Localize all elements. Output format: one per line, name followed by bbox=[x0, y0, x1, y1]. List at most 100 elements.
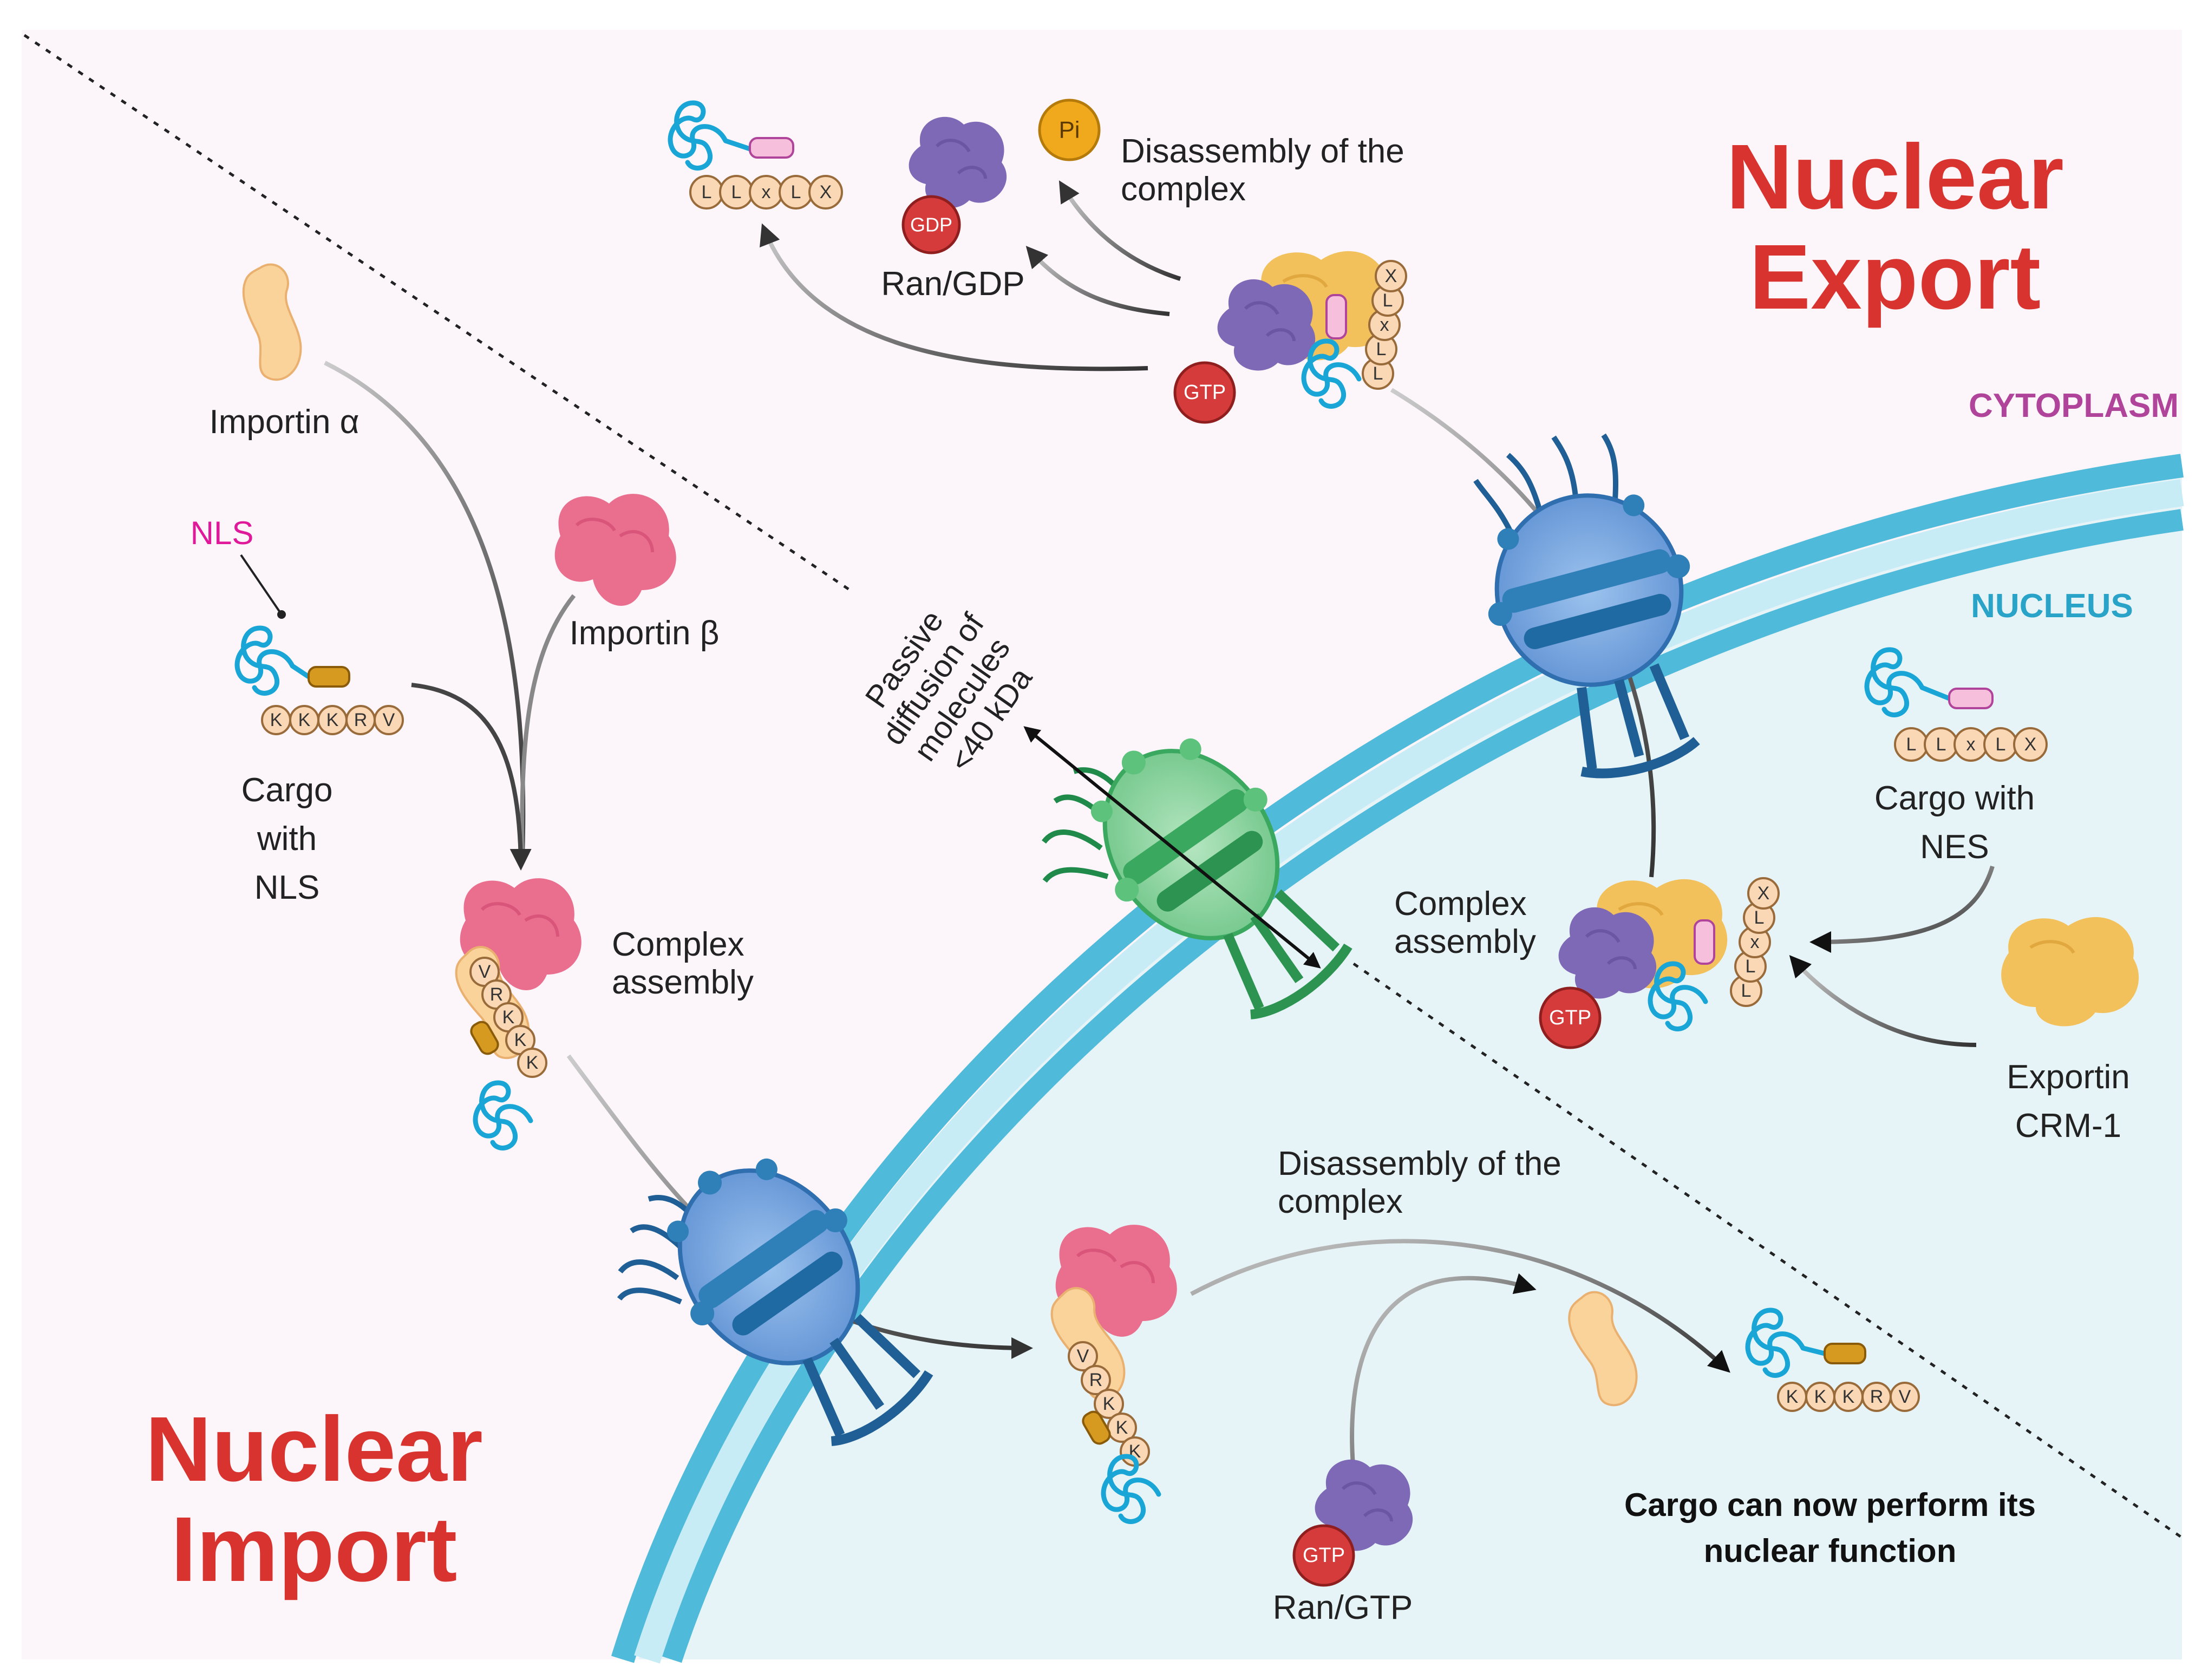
residue-bead bbox=[374, 705, 404, 735]
arrow-importin-alpha bbox=[324, 361, 526, 856]
title-export-line1: Nuclear bbox=[1726, 126, 2064, 228]
residue-letter: x bbox=[1380, 315, 1389, 335]
cargo-nes-label-2: NES bbox=[1920, 828, 1989, 866]
residue-letter: K bbox=[526, 1053, 539, 1073]
nucleus-label: NUCLEUS bbox=[1971, 587, 2133, 625]
residue-letter: K bbox=[298, 710, 311, 730]
residue-letter: K bbox=[1116, 1417, 1128, 1438]
gdp-badge bbox=[901, 195, 961, 254]
nls-pointer bbox=[240, 554, 283, 616]
residue-letter: L bbox=[791, 182, 801, 202]
final-text-1: Cargo can now perform its bbox=[1624, 1487, 2036, 1523]
residue-letter: R bbox=[1089, 1370, 1103, 1390]
residue-letter: L bbox=[1996, 734, 2006, 755]
ran-gtp-label: Ran/GTP bbox=[1273, 1589, 1413, 1626]
residue-bead bbox=[1094, 1389, 1124, 1419]
residue-letter: K bbox=[502, 1007, 515, 1028]
residue-letter: L bbox=[1741, 980, 1752, 1001]
residue-letter: x bbox=[1966, 734, 1976, 755]
residue-bead bbox=[517, 1048, 547, 1078]
nuclear-pore-import bbox=[617, 1158, 933, 1446]
residue-letter: K bbox=[1842, 1387, 1855, 1407]
residue-letter: X bbox=[1385, 266, 1397, 286]
importin-alpha-label: Importin α bbox=[209, 403, 359, 441]
exportin-label-2: CRM-1 bbox=[2015, 1107, 2121, 1145]
residue-letter: L bbox=[1376, 339, 1387, 359]
cytoplasm-label: CYTOPLASM bbox=[1969, 387, 2179, 424]
cargo-nls-label-3: NLS bbox=[254, 869, 320, 906]
residue-letter: X bbox=[2024, 734, 2037, 755]
nuclear-pore-export bbox=[1473, 433, 1700, 779]
passive-diffusion-arrow bbox=[1023, 726, 1321, 969]
residue-letter: L bbox=[1383, 290, 1393, 311]
exportin-label-1: Exportin bbox=[2007, 1058, 2129, 1096]
residue-bead bbox=[2013, 727, 2048, 762]
nucleus-region bbox=[639, 476, 2182, 1659]
residue-letter: K bbox=[1814, 1387, 1827, 1407]
title-import-line2: Import bbox=[171, 1498, 458, 1601]
arrow-to-pi bbox=[1058, 180, 1181, 281]
residue-letter: K bbox=[1786, 1387, 1799, 1407]
residue-letter: R bbox=[490, 984, 504, 1005]
residue-bead bbox=[1747, 877, 1780, 910]
gdp-badge-text: GDP bbox=[910, 214, 952, 236]
residue-letter: R bbox=[1870, 1387, 1884, 1407]
disassembly-export-1: Disassembly of the bbox=[1121, 133, 1404, 170]
cargo-nls-label-2: with bbox=[257, 820, 317, 858]
disassembly-export-2: complex bbox=[1121, 171, 1246, 208]
residue-bead bbox=[1375, 260, 1407, 292]
complex-assembly-import-1: Complex bbox=[612, 926, 744, 963]
gtp-badge-export-nucleus-text: GTP bbox=[1549, 1006, 1591, 1029]
cargo-nes-label-1: Cargo with bbox=[1874, 780, 2035, 817]
complex-assembly-import-2: assembly bbox=[612, 964, 754, 1001]
final-text-2: nuclear function bbox=[1704, 1533, 1957, 1569]
title-import-line1: Nuclear bbox=[145, 1398, 483, 1501]
residue-letter: x bbox=[1750, 932, 1760, 952]
residue-letter: L bbox=[1936, 734, 1946, 755]
residue-letter: L bbox=[1754, 907, 1765, 928]
residue-letter: V bbox=[383, 710, 395, 730]
residue-letter: X bbox=[820, 182, 832, 202]
residue-bead bbox=[1890, 1382, 1920, 1412]
residue-letter: V bbox=[479, 962, 491, 982]
residue-letter: V bbox=[1899, 1387, 1911, 1407]
residue-letter: x bbox=[762, 182, 771, 202]
residue-letter: L bbox=[1373, 363, 1383, 384]
nls-label: NLS bbox=[191, 515, 254, 551]
complex-assembly-export-2: assembly bbox=[1394, 923, 1536, 960]
complex-assembly-export-1: Complex bbox=[1394, 885, 1527, 923]
gtp-badge-import-text: GTP bbox=[1303, 1544, 1345, 1567]
residue-letter: L bbox=[1906, 734, 1917, 755]
residue-bead bbox=[1068, 1341, 1098, 1371]
disassembly-import-2: complex bbox=[1278, 1183, 1403, 1220]
residue-letter: K bbox=[326, 710, 339, 730]
arrow-to-cargo-nes bbox=[760, 223, 1148, 371]
residue-letter: L bbox=[1746, 956, 1756, 977]
cargo-nls-label-1: Cargo bbox=[241, 772, 333, 809]
gtp-badge-import bbox=[1292, 1524, 1355, 1587]
residue-letter: K bbox=[514, 1030, 527, 1050]
residue-letter: R bbox=[354, 710, 368, 730]
importin-beta-label: Importin β bbox=[570, 615, 720, 652]
residue-letter: L bbox=[702, 182, 712, 202]
residue-bead bbox=[1081, 1365, 1111, 1395]
ran-gdp-label: Ran/GDP bbox=[881, 265, 1024, 303]
gtp-badge-export-cytoplasm-text: GTP bbox=[1184, 381, 1226, 404]
pi-phosphate bbox=[1038, 99, 1101, 161]
title-export-line2: Export bbox=[1749, 226, 2041, 329]
arrow-to-ran-gdp bbox=[1025, 245, 1170, 316]
arrow-cargo-nls bbox=[411, 683, 532, 871]
arrow-exportin bbox=[1789, 955, 1977, 1047]
residue-letter: L bbox=[731, 182, 742, 202]
divider-line-top bbox=[23, 34, 851, 592]
arrow-cargo-nes bbox=[1809, 865, 1995, 953]
